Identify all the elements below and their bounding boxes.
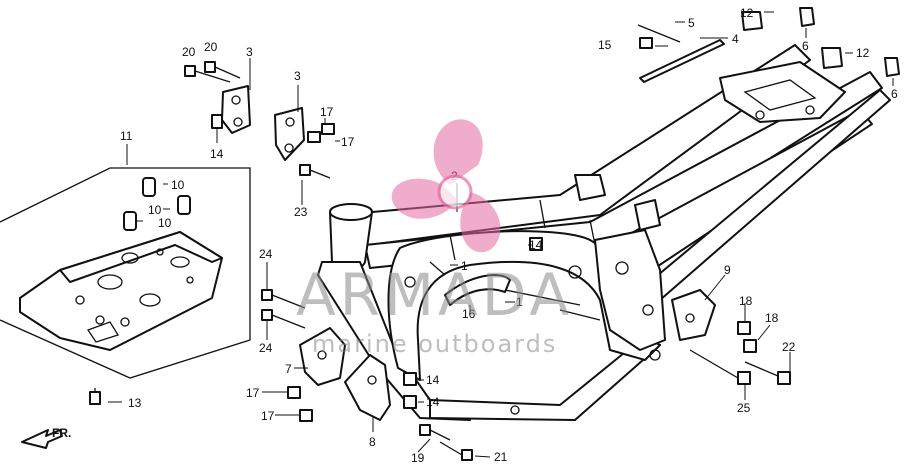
callout-19: 19 [411,451,425,465]
callout-12-a: 12 [740,6,754,20]
spring-5 [637,24,681,43]
wire-band [429,261,511,306]
callout-17-c: 17 [246,386,260,400]
callouts: 1 1 2 3 3 4 5 6 6 7 8 9 10 10 10 11 12 1… [120,6,898,465]
callout-25: 25 [737,401,751,415]
callout-14-d: 14 [426,395,440,409]
main-frame [317,44,891,421]
collar-10-a [142,177,156,197]
collar-10-b [177,195,191,215]
callout-3-b: 3 [294,69,301,83]
callout-7: 7 [285,362,292,376]
callout-3-a: 3 [246,45,253,59]
callout-10-b: 10 [148,203,162,217]
callout-1-b: 1 [516,295,523,309]
front-direction-arrow-icon [21,429,63,449]
watermark-tagline: marine outboards [312,330,557,358]
callout-14-b: 14 [529,238,543,252]
callout-4: 4 [732,32,739,46]
collar-10-c [123,211,137,231]
callout-17-b: 17 [341,135,355,149]
callout-11: 11 [120,129,133,143]
callout-10-a: 10 [171,178,185,192]
callout-24-a: 24 [259,247,273,261]
callout-9: 9 [724,263,731,277]
callout-24-b: 24 [259,341,273,355]
callout-8: 8 [369,435,376,449]
callout-14-a: 14 [210,147,224,161]
callout-6-b: 6 [891,87,898,101]
callout-23: 23 [294,205,308,219]
watermark-brand: ARMADA [296,261,573,329]
callout-5: 5 [688,16,695,30]
cap-6-b [884,57,900,77]
callout-22: 22 [782,340,796,354]
callout-15: 15 [598,38,612,52]
leader-lines [108,11,894,458]
cap-6-a [799,7,815,27]
callout-20-a: 20 [182,45,196,59]
callout-18-a: 18 [739,294,753,308]
bolts [89,37,791,461]
rod-4 [639,39,725,83]
callout-12-b: 12 [856,46,870,60]
propeller-logo-icon [391,119,501,253]
callout-1-a: 1 [461,259,468,273]
nuts [211,114,757,422]
callout-13: 13 [128,396,142,410]
watermark: ARMADA marine outboards [296,119,573,358]
callout-16: 16 [462,307,476,321]
plate-7 [299,327,346,386]
callout-20-b: 20 [204,40,218,54]
cap-12-a [741,11,763,31]
cap-12-b [821,47,843,69]
direction-label: FR. [52,426,71,440]
callout-18-b: 18 [765,311,779,325]
skid-plate [0,167,251,379]
plate-8 [344,354,391,421]
callout-17-a: 17 [320,105,334,119]
callout-21: 21 [494,450,508,464]
callout-14-c: 14 [426,373,440,387]
callout-17-d: 17 [261,409,275,423]
callout-6-a: 6 [802,39,809,53]
callout-10-c: 10 [158,216,172,230]
